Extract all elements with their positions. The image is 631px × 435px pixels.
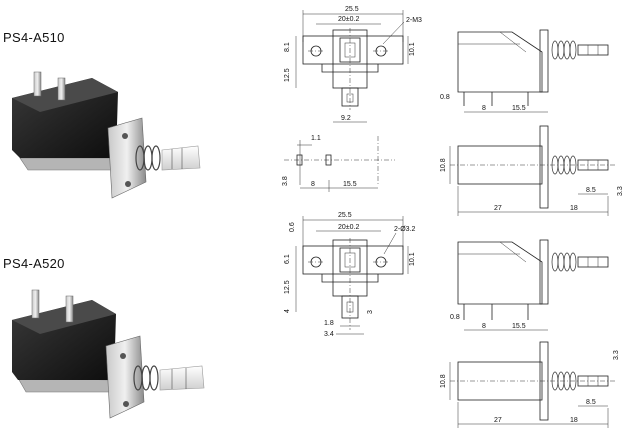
drawing-a510-top: 10.8 8.5 3.3 27 18 bbox=[440, 125, 624, 216]
dim-a520-low: 4 bbox=[284, 309, 291, 313]
dim-a520-hole: 2-Ø3.2 bbox=[394, 226, 416, 233]
dim-a520-top-d: 3.3 bbox=[613, 350, 620, 360]
dim-a510-pin: 1.1 bbox=[311, 135, 321, 142]
drawing-a520-front: 25.5 20±0.2 2-Ø3.2 0.6 6.1 12.5 4 10.1 3… bbox=[284, 212, 416, 338]
dim-a520-top-h: 10.8 bbox=[440, 374, 447, 388]
dim-a510-h3: 10.1 bbox=[409, 42, 416, 56]
model-label-a510: PS4-A510 bbox=[3, 30, 65, 45]
dim-a520-top-plunger: 18 bbox=[570, 417, 578, 424]
drawing-a520-side: 0.8 8 15.5 bbox=[450, 239, 609, 331]
dim-a520-width: 25.5 bbox=[338, 212, 352, 219]
dim-a520-side-b: 15.5 bbox=[512, 323, 526, 330]
drawing-a510-pins: 1.1 3.8 8 15.5 bbox=[282, 135, 395, 192]
dim-a510-side-b: 15.5 bbox=[512, 105, 526, 112]
dim-a510-h1: 8.1 bbox=[284, 42, 291, 52]
model-label-a520: PS4-A520 bbox=[3, 256, 65, 271]
dim-a510-top-plunger: 18 bbox=[570, 205, 578, 212]
dim-a520-h2: 12.5 bbox=[284, 280, 291, 294]
dim-a520-r: 3 bbox=[367, 310, 374, 314]
dim-a520-h3: 10.1 bbox=[409, 252, 416, 266]
dim-a510-top-h: 10.8 bbox=[440, 158, 447, 172]
dim-a510-side-a: 8 bbox=[482, 105, 486, 112]
drawing-a510-front: 25.5 20±0.2 2-M3 8.1 12.5 10.1 9.2 bbox=[284, 6, 422, 123]
dim-a510-width: 25.5 bbox=[345, 6, 359, 13]
dim-a510-side-left: 0.8 bbox=[440, 94, 450, 101]
dim-a520-top-body: 27 bbox=[494, 417, 502, 424]
dim-a510-bottom: 9.2 bbox=[341, 115, 351, 122]
dim-a520-top-c: 8.5 bbox=[586, 399, 596, 406]
dim-a510-pin-b: 15.5 bbox=[343, 181, 357, 188]
photo-switch-a510 bbox=[12, 71, 201, 199]
dim-a520-w1: 1.8 bbox=[324, 320, 334, 327]
dim-a520-top: 0.6 bbox=[289, 222, 296, 232]
dim-a510-top-c: 8.5 bbox=[586, 187, 596, 194]
dim-a520-pitch: 20±0.2 bbox=[338, 224, 359, 231]
dim-a520-side-a: 8 bbox=[482, 323, 486, 330]
dim-a510-hole: 2-M3 bbox=[406, 17, 422, 24]
dim-a510-top-body: 27 bbox=[494, 205, 502, 212]
photo-switch-a520 bbox=[12, 289, 205, 419]
dim-a520-side-left: 0.8 bbox=[450, 314, 460, 321]
dim-a510-top-d: 3.3 bbox=[617, 186, 624, 196]
dim-a510-pitch: 20±0.2 bbox=[338, 16, 359, 23]
dim-a510-pin-a: 8 bbox=[311, 181, 315, 188]
dim-a520-w2: 3.4 bbox=[324, 331, 334, 338]
drawing-a520-top: 10.8 3.3 8.5 27 18 bbox=[440, 341, 620, 428]
dim-a510-h2: 12.5 bbox=[284, 68, 291, 82]
dim-a520-h1: 6.1 bbox=[284, 254, 291, 264]
drawing-a510-side: 0.8 8 15.5 bbox=[440, 29, 609, 113]
dim-a510-pin-h: 3.8 bbox=[282, 176, 289, 186]
